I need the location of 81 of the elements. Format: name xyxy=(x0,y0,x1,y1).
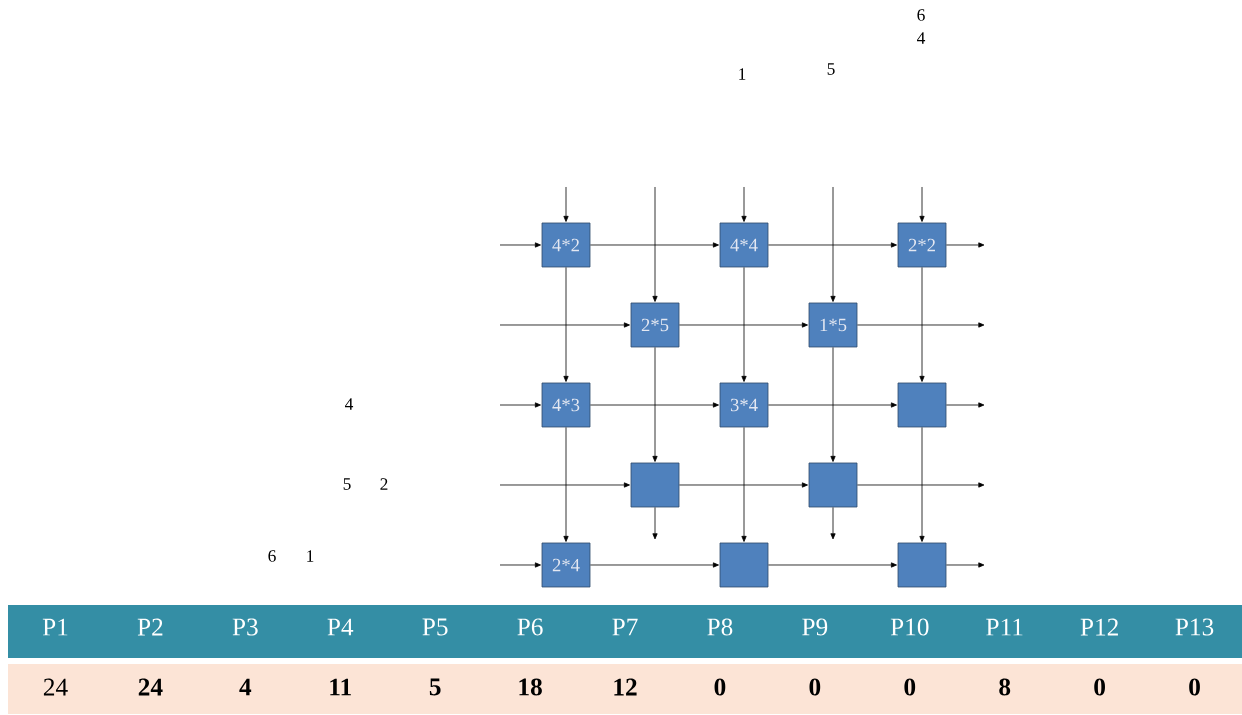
arrow xyxy=(946,242,985,248)
arrow xyxy=(499,242,541,248)
number-label: 1 xyxy=(739,68,746,80)
table-value: 0 xyxy=(714,678,726,696)
arrow xyxy=(919,427,925,542)
table-value: 4 xyxy=(239,678,252,696)
arrow xyxy=(768,402,897,408)
processing-element-box: 4*4 xyxy=(719,222,769,268)
arrow xyxy=(590,562,719,568)
number-label: 5 xyxy=(343,478,351,490)
number-label: 4 xyxy=(345,398,354,410)
number-label: 5 xyxy=(827,63,835,75)
empty-box xyxy=(897,542,947,588)
arrow xyxy=(830,507,836,540)
number-label: 4 xyxy=(917,32,926,44)
arrow xyxy=(563,267,569,382)
processing-element-box: 3*4 xyxy=(719,382,769,428)
arrow xyxy=(652,507,658,540)
column-heading: P10 xyxy=(890,618,929,636)
number-label: 2 xyxy=(380,478,388,490)
arrow xyxy=(830,347,836,462)
table-value: 0 xyxy=(1094,678,1105,696)
column-heading: P12 xyxy=(1080,618,1118,636)
number-label: 6 xyxy=(917,9,925,21)
column-heading: P8 xyxy=(707,618,733,636)
table-value: 8 xyxy=(999,678,1011,696)
table-value: 5 xyxy=(429,678,441,696)
column-heading: P13 xyxy=(1175,618,1214,636)
table-value: 0 xyxy=(809,678,821,696)
empty-box xyxy=(630,462,680,508)
table-value: 0 xyxy=(1189,678,1200,696)
column-heading: P2 xyxy=(137,618,163,636)
arrow xyxy=(563,186,569,222)
arrow xyxy=(679,322,808,328)
arrow xyxy=(830,186,836,302)
processing-element-box: 1*5 xyxy=(808,302,858,348)
arrow xyxy=(919,186,925,222)
arrow xyxy=(499,562,541,568)
arrow xyxy=(652,186,658,302)
table-value: 0 xyxy=(904,678,916,696)
number-label: 1 xyxy=(307,550,314,562)
table-value: 12 xyxy=(614,678,637,696)
column-heading: P6 xyxy=(517,618,543,636)
arrow xyxy=(590,402,719,408)
arrow xyxy=(946,402,985,408)
column-heading: P4 xyxy=(327,618,354,636)
arrow xyxy=(741,267,747,382)
table-value: 24 xyxy=(138,678,163,696)
arrow xyxy=(857,482,985,488)
processing-element-box: 2*4 xyxy=(541,542,591,588)
arrow xyxy=(741,186,747,222)
arrow xyxy=(857,322,985,328)
table-value: 24 xyxy=(43,678,68,696)
empty-box xyxy=(897,382,947,428)
arrow xyxy=(946,562,985,568)
arrow xyxy=(919,267,925,382)
column-heading: P11 xyxy=(986,618,1023,636)
empty-box xyxy=(808,462,858,508)
number-label: 6 xyxy=(268,550,276,562)
arrow xyxy=(499,482,630,488)
column-heading: P9 xyxy=(802,618,828,636)
arrow xyxy=(768,242,897,248)
table-value: 11 xyxy=(330,678,351,696)
column-heading: P1 xyxy=(42,618,68,636)
arrow xyxy=(590,242,719,248)
arrow xyxy=(563,427,569,542)
arrow xyxy=(768,562,897,568)
arrow xyxy=(679,482,808,488)
column-heading: P3 xyxy=(232,618,258,636)
arrow xyxy=(499,402,541,408)
table-value: 18 xyxy=(519,678,542,696)
arrow xyxy=(652,347,658,462)
empty-box xyxy=(719,542,769,588)
processing-element-box: 2*2 xyxy=(897,222,947,268)
column-heading: P7 xyxy=(612,618,638,636)
processing-element-box: 4*2 xyxy=(541,222,591,268)
processing-element-box: 2*5 xyxy=(630,302,680,348)
column-heading: P5 xyxy=(422,618,448,636)
processing-element-box: 4*3 xyxy=(541,382,591,428)
arrow xyxy=(499,322,630,328)
arrow xyxy=(741,427,747,542)
